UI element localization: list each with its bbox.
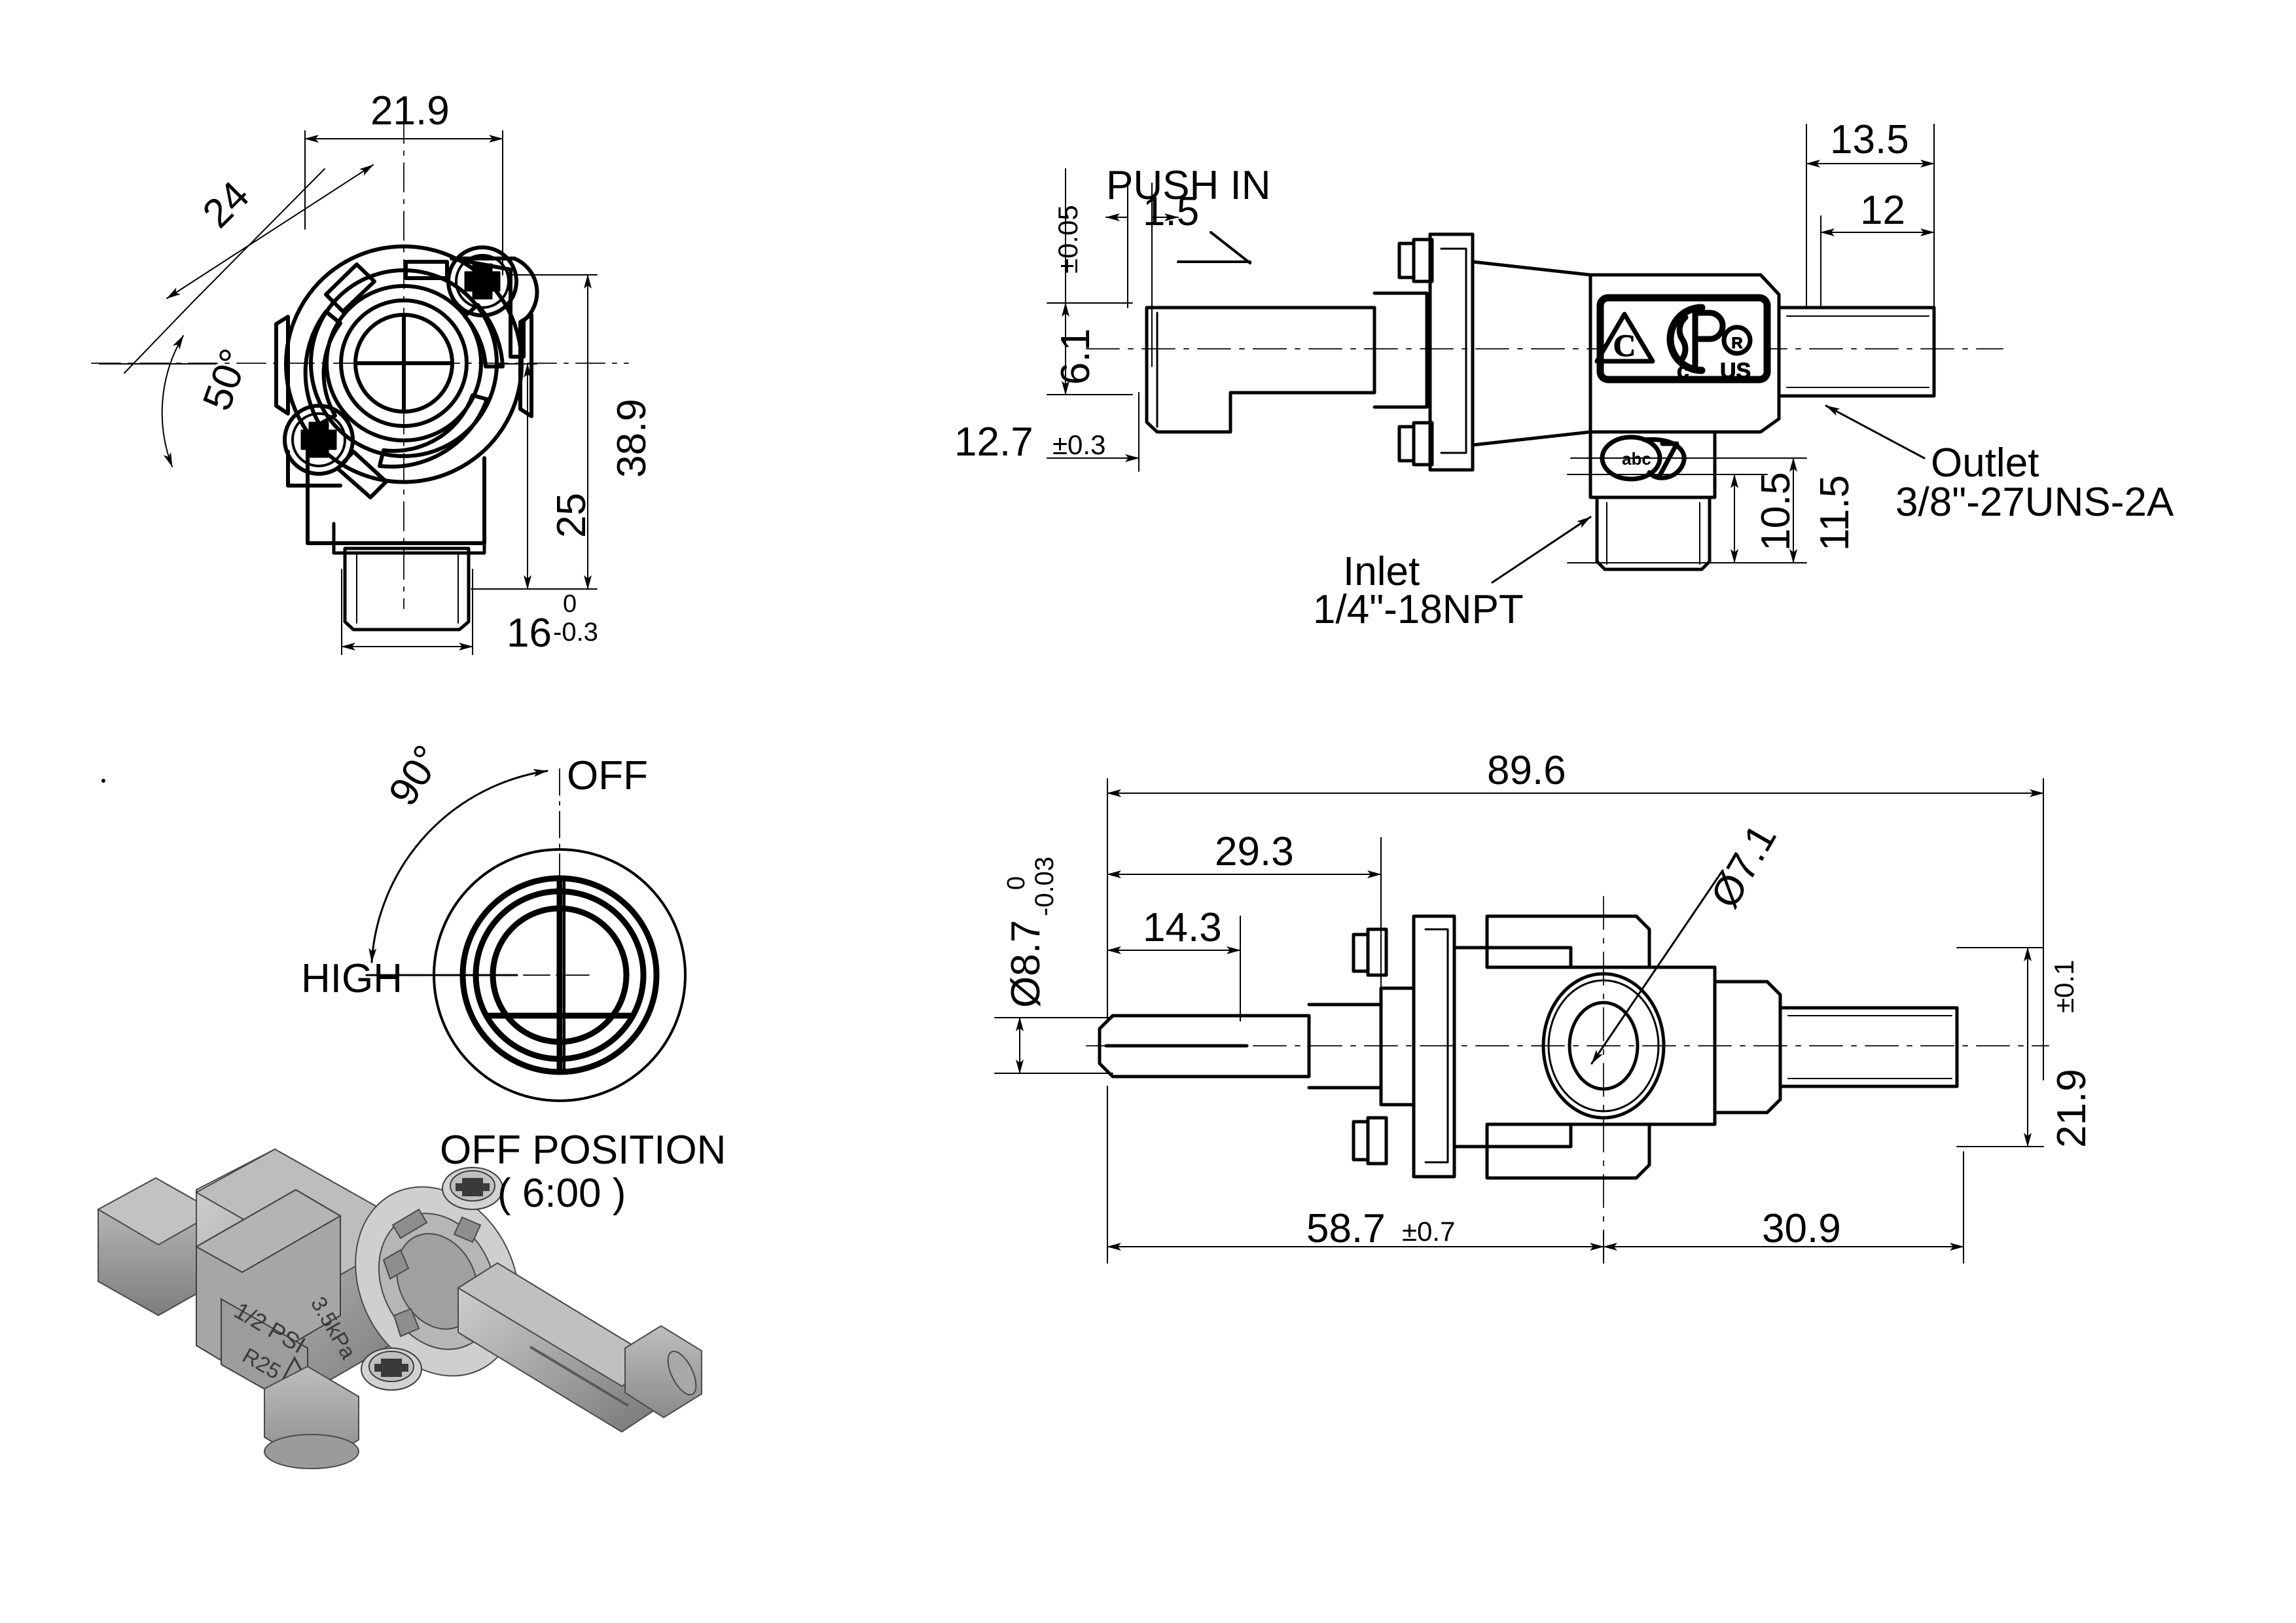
dim-label-30-9: 30.9 <box>1762 1206 1841 1251</box>
dim-label-25: 25 <box>549 493 594 538</box>
dim-label-21-9: 21.9 <box>370 88 450 134</box>
dim-label-8-7: Ø8.7 <box>1003 919 1049 1008</box>
screw-head-top-right <box>446 245 518 317</box>
phillips-cross-icon-tr <box>464 263 501 300</box>
svg-text:R: R <box>1731 334 1742 352</box>
front-view-arc-slot-e <box>378 393 489 469</box>
svg-text:US: US <box>1720 359 1751 383</box>
front-view-tab-left <box>274 315 290 416</box>
label-push-in: PUSH IN <box>1106 163 1271 208</box>
side-bottom-outlet <box>1713 980 1959 1115</box>
label-off: OFF <box>567 753 648 798</box>
label-high: HIGH <box>301 956 403 1001</box>
dim-label-8-7-tol-lower: -0.03 <box>1030 856 1059 916</box>
leader-outlet <box>1825 404 1926 459</box>
dim-arc-50 <box>161 335 184 467</box>
dim-label-21-9-b: 21.9 <box>2049 1069 2094 1148</box>
screw-head-bottom-left <box>283 404 355 476</box>
body-bottom-ear <box>1485 1122 1651 1180</box>
front-view-arc-slot-d <box>463 303 505 368</box>
side-top-shoulder <box>1372 291 1429 409</box>
dim-label-16: 16 <box>507 611 552 656</box>
dim-label-11-5: 11.5 <box>1812 474 1857 551</box>
side-top-taper <box>1471 260 1592 447</box>
ext-line-24-b <box>124 300 194 374</box>
front-view-arc-slot-a <box>324 262 376 313</box>
dim-label-6-1-tol: ±0.05 <box>1052 205 1083 274</box>
front-view-screw-boss-bl <box>286 450 342 488</box>
side-top-outlet <box>1777 306 1936 398</box>
phillips-cross-icon-iso-top <box>456 1178 490 1196</box>
side-top-stem <box>1145 291 1429 434</box>
registration-dot <box>101 779 105 783</box>
side-bottom-body <box>1452 914 1717 1180</box>
caption-off-position-time: ( 6:00 ) <box>497 1171 626 1216</box>
label-outlet: Outlet <box>1931 440 2039 486</box>
front-view-outlet-boss <box>343 546 471 632</box>
dim-label-13-5: 13.5 <box>1830 117 1909 162</box>
dim-label-16-tol-lower: -0.3 <box>553 618 598 647</box>
front-view-ring-3 <box>339 298 469 428</box>
bore-outer <box>1541 972 1666 1120</box>
side-bottom-flange <box>1352 914 1456 1179</box>
aga-logo-icon: abc <box>1600 435 1687 482</box>
phillips-cross-icon-bl <box>300 421 337 458</box>
iso-stem-flat <box>529 1346 630 1407</box>
dim-label-12-7-tol: ±0.3 <box>1052 429 1106 460</box>
caption-off-position: OFF POSITION <box>440 1128 726 1173</box>
dim-label-89-6: 89.6 <box>1487 748 1566 793</box>
dim-label-58-7-tol: ±0.7 <box>1402 1216 1456 1247</box>
svg-text:abc: abc <box>1622 449 1651 469</box>
dim-label-14-3: 14.3 <box>1143 905 1222 950</box>
inlet-thread <box>1595 495 1712 571</box>
label-outlet-thread: 3/8"-27UNS-2A <box>1895 480 2174 525</box>
front-view <box>91 114 629 655</box>
front-view-screw-boss-tr <box>450 257 539 359</box>
knob-position-view <box>365 768 687 1102</box>
bore-inner <box>1568 1001 1640 1091</box>
dim-label-38-9: 38.9 <box>609 399 655 478</box>
dim-label-21-9-b-tol: ±0.1 <box>2049 959 2079 1013</box>
dim-label-16-tol-upper: 0 <box>563 590 577 618</box>
dim-label-1-5: 1.5 <box>1143 189 1200 234</box>
dim-line-24 <box>166 164 374 299</box>
dim-label-29-3: 29.3 <box>1215 829 1294 874</box>
iso-screw-bottom <box>361 1347 422 1391</box>
csa-certification-plate: C R c US <box>1594 294 1771 384</box>
phillips-cross-icon-iso-bottom <box>374 1359 408 1377</box>
side-view-bottom <box>994 778 2049 1264</box>
dim-label-58-7: 58.7 <box>1306 1206 1386 1251</box>
label-inlet-thread: 1/4"-18NPT <box>1313 587 1524 632</box>
knob-outer-circle <box>433 848 687 1102</box>
dim-label-12: 12 <box>1860 188 1905 233</box>
csa-mark-icon <box>1666 304 1706 374</box>
dim-label-6-1: 6.1 <box>1053 328 1098 385</box>
warning-triangle-icon <box>1594 312 1655 364</box>
body-top-ear <box>1485 914 1651 969</box>
side-view-top: C R c US abc <box>1047 124 2003 584</box>
leader-inlet <box>1491 516 1592 584</box>
iso-screw-top <box>442 1167 503 1210</box>
front-view-ring-2 <box>325 284 483 442</box>
svg-text:c: c <box>1677 359 1689 383</box>
dim-label-10-5: 10.5 <box>1753 472 1799 551</box>
dim-label-8-7-tol-upper: 0 <box>1003 876 1030 890</box>
dim-label-12-7: 12.7 <box>954 419 1033 465</box>
side-top-inlet <box>1588 430 1717 571</box>
dim-arc-90 <box>368 769 548 963</box>
svg-text:C: C <box>1613 329 1636 363</box>
label-inlet: Inlet <box>1343 549 1420 594</box>
front-view-body-lower <box>306 444 486 545</box>
isometric-3d-view: 1/2 PSI R25 3.5kPa <box>96 1148 702 1469</box>
